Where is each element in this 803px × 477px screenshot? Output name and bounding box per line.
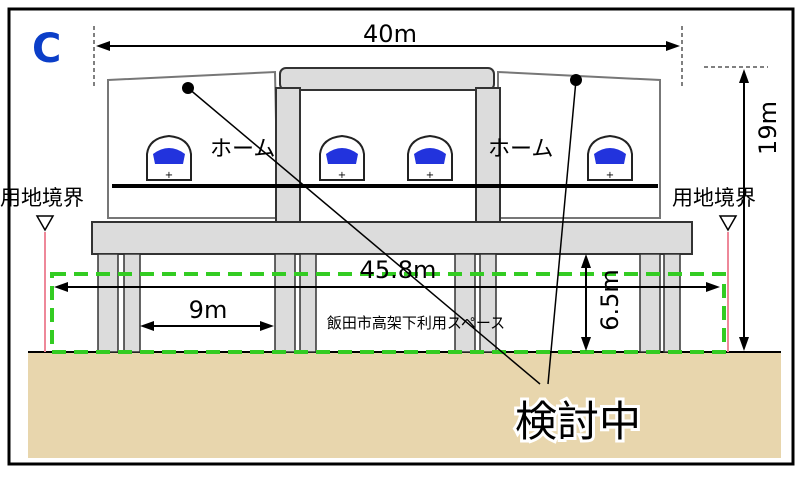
pillar xyxy=(663,253,681,353)
arrowhead xyxy=(96,41,110,51)
boundary-label-left: 用地境界 xyxy=(0,186,84,210)
train-2: + xyxy=(319,134,365,181)
arrowhead xyxy=(581,254,591,268)
panel-letter: C xyxy=(32,26,61,72)
dimension-label-19m: 19m xyxy=(754,101,782,155)
dimension-label-40m: 40m xyxy=(363,20,417,48)
boundary-marker-right xyxy=(718,215,738,232)
viaduct-right-wall xyxy=(475,87,501,223)
viaduct-roof xyxy=(279,67,495,91)
svg-text:+: + xyxy=(426,170,434,181)
boundary-label-right: 用地境界 xyxy=(672,186,756,210)
arrowhead xyxy=(581,337,591,351)
pillar xyxy=(274,253,296,353)
pillar xyxy=(97,253,119,353)
pillar xyxy=(123,253,141,353)
arrowhead xyxy=(260,321,274,331)
viaduct-deck xyxy=(91,221,693,255)
arrowhead xyxy=(54,282,68,292)
arrowhead xyxy=(739,69,749,83)
boundary-marker-left xyxy=(35,215,55,232)
svg-text:+: + xyxy=(338,170,346,181)
train-3: + xyxy=(407,134,453,181)
dimension-label-45-8m: 45.8m xyxy=(360,256,437,284)
viaduct-left-wall xyxy=(275,87,301,223)
ground xyxy=(28,352,781,458)
platform-label-left: ホーム xyxy=(210,137,275,162)
under-space-label: 飯田市高架下利用スペース xyxy=(327,314,505,332)
under-review-label: 検討中 xyxy=(515,397,641,446)
callout-leader-right xyxy=(547,79,577,385)
arrowhead xyxy=(140,321,154,331)
svg-text:+: + xyxy=(165,170,173,181)
train-4: + xyxy=(587,134,633,181)
svg-text:+: + xyxy=(606,170,614,181)
callout-leader-left xyxy=(187,87,541,385)
pillar xyxy=(639,253,661,353)
train-1: + xyxy=(146,134,192,181)
pillar xyxy=(299,253,317,353)
pillar xyxy=(454,253,476,353)
under-viaduct-space-outline xyxy=(50,272,726,354)
arrowhead xyxy=(706,282,720,292)
arrowhead xyxy=(739,337,749,351)
arrowhead xyxy=(666,41,680,51)
dimension-label-6-5m: 6.5m xyxy=(596,269,624,331)
pillars xyxy=(97,253,681,353)
pillar xyxy=(479,253,497,353)
platform-label-right: ホーム xyxy=(488,137,553,162)
dimension-label-9m: 9m xyxy=(189,296,228,324)
